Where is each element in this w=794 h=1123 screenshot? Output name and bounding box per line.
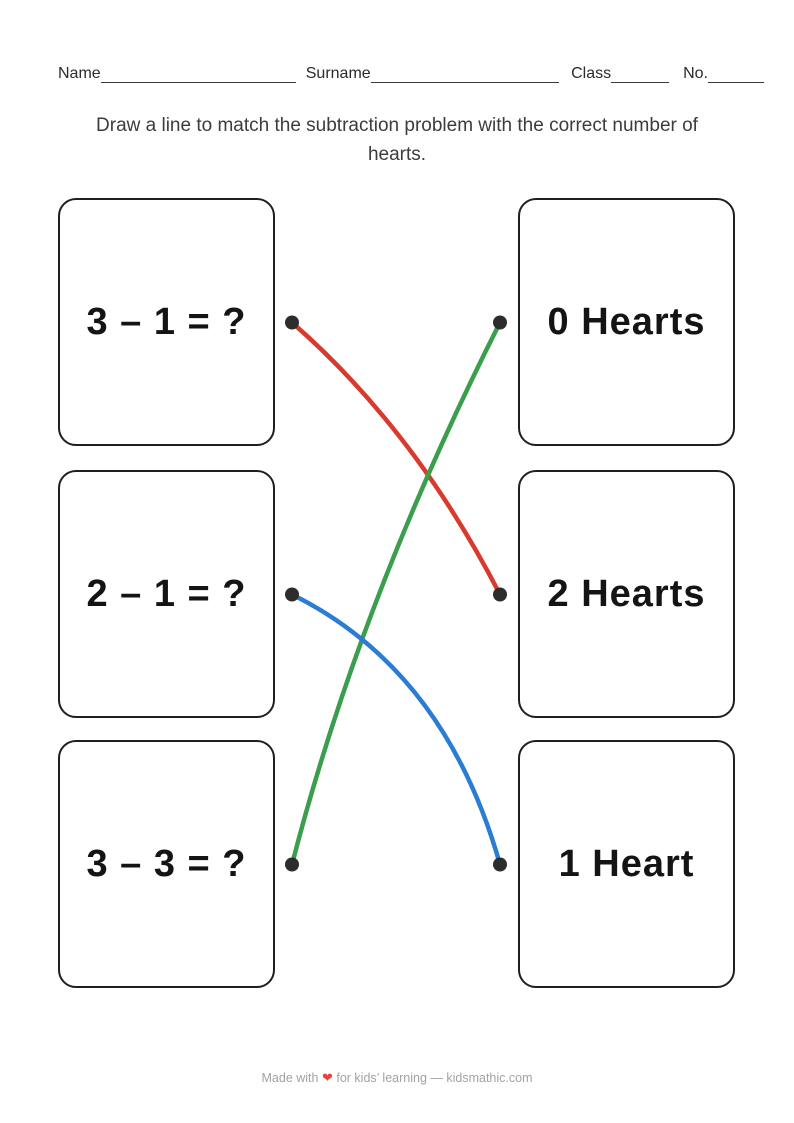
connection-dot[interactable]	[285, 587, 299, 602]
surname-fill-line	[370, 64, 560, 84]
footer-text-before: Made with	[261, 1071, 319, 1085]
answer-text: 2 Hearts	[547, 572, 706, 615]
name-label: Name	[58, 65, 101, 82]
match-line-blue	[289, 592, 503, 867]
answer-card-2[interactable]: 2 Hearts	[518, 470, 735, 718]
number-fill-line	[708, 64, 764, 84]
problem-text: 3 – 3 = ?	[86, 842, 247, 885]
connection-dot[interactable]	[285, 315, 299, 330]
number-field: No.	[683, 64, 764, 84]
connection-dot[interactable]	[285, 857, 299, 872]
match-line-green	[289, 320, 503, 867]
problem-card-1[interactable]: 3 – 1 = ?	[58, 198, 275, 446]
name-fill-line	[100, 64, 296, 84]
match-line-red	[289, 320, 503, 597]
instructions-text: Draw a line to match the subtraction pro…	[96, 115, 698, 165]
surname-label: Surname	[305, 65, 371, 82]
footer-text-after: for kids’ learning — kidsmathic.com	[336, 1071, 533, 1085]
class-label: Class	[571, 65, 612, 82]
number-label: No.	[683, 65, 708, 82]
problem-card-3[interactable]: 3 – 3 = ?	[58, 740, 275, 988]
problem-text: 2 – 1 = ?	[86, 572, 247, 615]
answer-text: 0 Hearts	[547, 300, 706, 343]
header-fields: Name Surname Class No.	[58, 64, 764, 84]
class-fill-line	[611, 64, 670, 84]
footer-credit: Made with ❤ for kids’ learning — kidsmat…	[0, 1070, 794, 1086]
connection-dot[interactable]	[493, 315, 507, 330]
answer-card-1[interactable]: 0 Hearts	[518, 198, 735, 446]
surname-field: Surname	[305, 64, 560, 84]
connection-dot[interactable]	[493, 857, 507, 872]
class-field: Class	[571, 64, 670, 84]
problem-text: 3 – 1 = ?	[86, 300, 247, 343]
connection-dot[interactable]	[493, 587, 507, 602]
heart-icon: ❤	[321, 1070, 333, 1085]
answer-text: 1 Heart	[558, 842, 695, 885]
problem-card-2[interactable]: 2 – 1 = ?	[58, 470, 275, 718]
name-field: Name	[58, 64, 296, 84]
answer-card-3[interactable]: 1 Heart	[518, 740, 735, 988]
